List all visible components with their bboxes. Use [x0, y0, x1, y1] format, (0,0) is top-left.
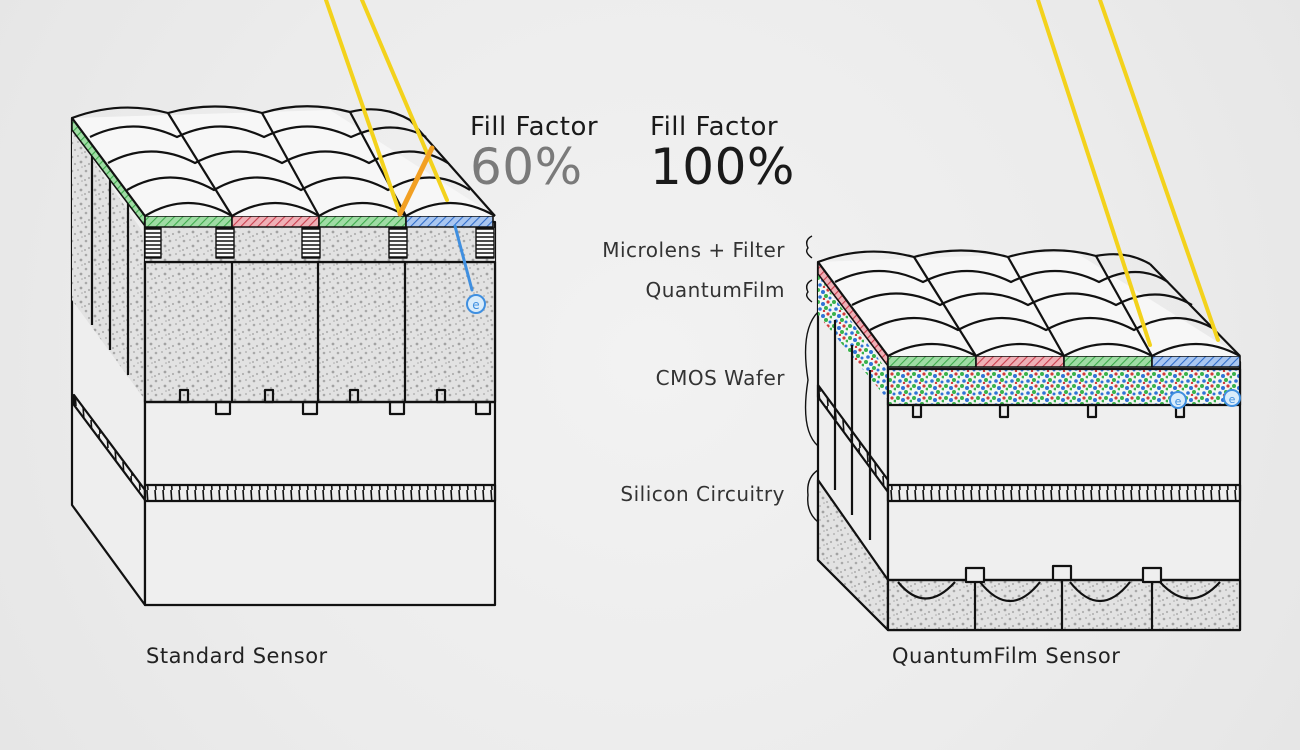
electron-icon-right-1: e	[1169, 391, 1187, 409]
layer-label-cmos-wafer: CMOS Wafer	[655, 366, 785, 390]
layer-label-microlens-filter: Microlens + Filter	[602, 238, 785, 262]
layer-label-quantumfilm: QuantumFilm	[645, 278, 785, 302]
fill-factor-standard-title: Fill Factor	[470, 112, 599, 142]
layer-label-silicon-circuitry: Silicon Circuitry	[620, 482, 785, 506]
standard-sensor-illustration	[70, 105, 497, 607]
electron-icon: e	[466, 294, 486, 314]
caption-quantumfilm-sensor: QuantumFilm Sensor	[892, 644, 1121, 668]
fill-factor-standard: Fill Factor 60%	[470, 112, 598, 192]
light-rays-left	[324, 0, 474, 292]
fill-factor-quantumfilm-title: Fill Factor	[650, 112, 779, 142]
light-rays-right	[1036, 0, 1220, 347]
fill-factor-quantumfilm-value: 100%	[650, 138, 795, 196]
svg-text:e: e	[1175, 395, 1182, 408]
svg-text:e: e	[472, 298, 479, 312]
quantumfilm-sensor-illustration	[804, 235, 1242, 632]
fill-factor-quantumfilm: Fill Factor 100%	[650, 112, 795, 192]
caption-standard-sensor: Standard Sensor	[146, 644, 328, 668]
electron-icon-right-2: e	[1223, 389, 1241, 407]
fill-factor-standard-value: 60%	[470, 138, 583, 196]
svg-text:e: e	[1229, 393, 1236, 406]
